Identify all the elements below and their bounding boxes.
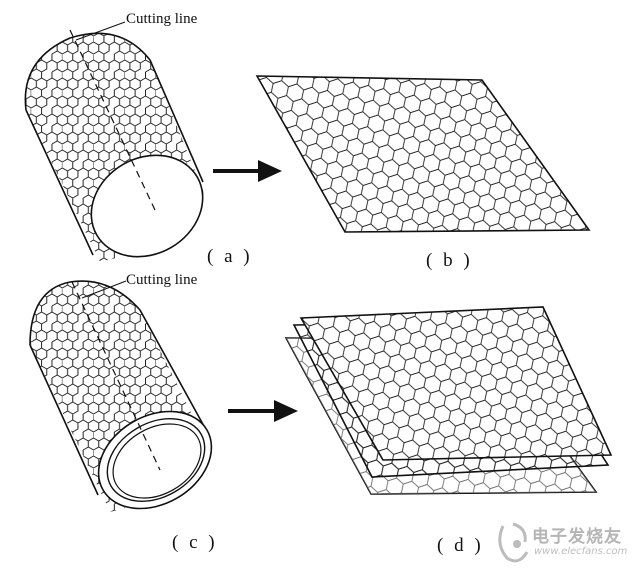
panel-c-cylinder [29,280,213,512]
panel-b-caption: ( b ) [426,250,473,271]
panel-c-leader-line [81,280,127,299]
arrow-a-to-b [213,160,282,182]
watermark-logo-icon [498,522,529,563]
panel-a-cutting-line-label: Cutting line [126,11,198,27]
watermark-url: www.elecfans.com [534,546,628,557]
panel-d-stacked-sheets [284,306,613,495]
panel-a-cylinder [24,32,205,262]
panel-d-caption: ( d ) [437,535,484,556]
panel-b-sheet [255,75,591,233]
panel-c-cutting-line [71,281,161,471]
panel-a-cutting-line [69,29,156,211]
panel-a-caption: ( a ) [207,246,253,267]
arrow-c-to-d [228,400,298,422]
panel-c-cutting-line-label: Cutting line [126,272,198,288]
panel-c-caption: ( c ) [172,532,218,553]
panel-d-sheet-top [299,306,613,461]
watermark: 电子发烧友 www.elecfans.com [490,520,635,564]
watermark-title: 电子发烧友 [532,527,622,547]
panel-a-leader-line [75,21,126,41]
